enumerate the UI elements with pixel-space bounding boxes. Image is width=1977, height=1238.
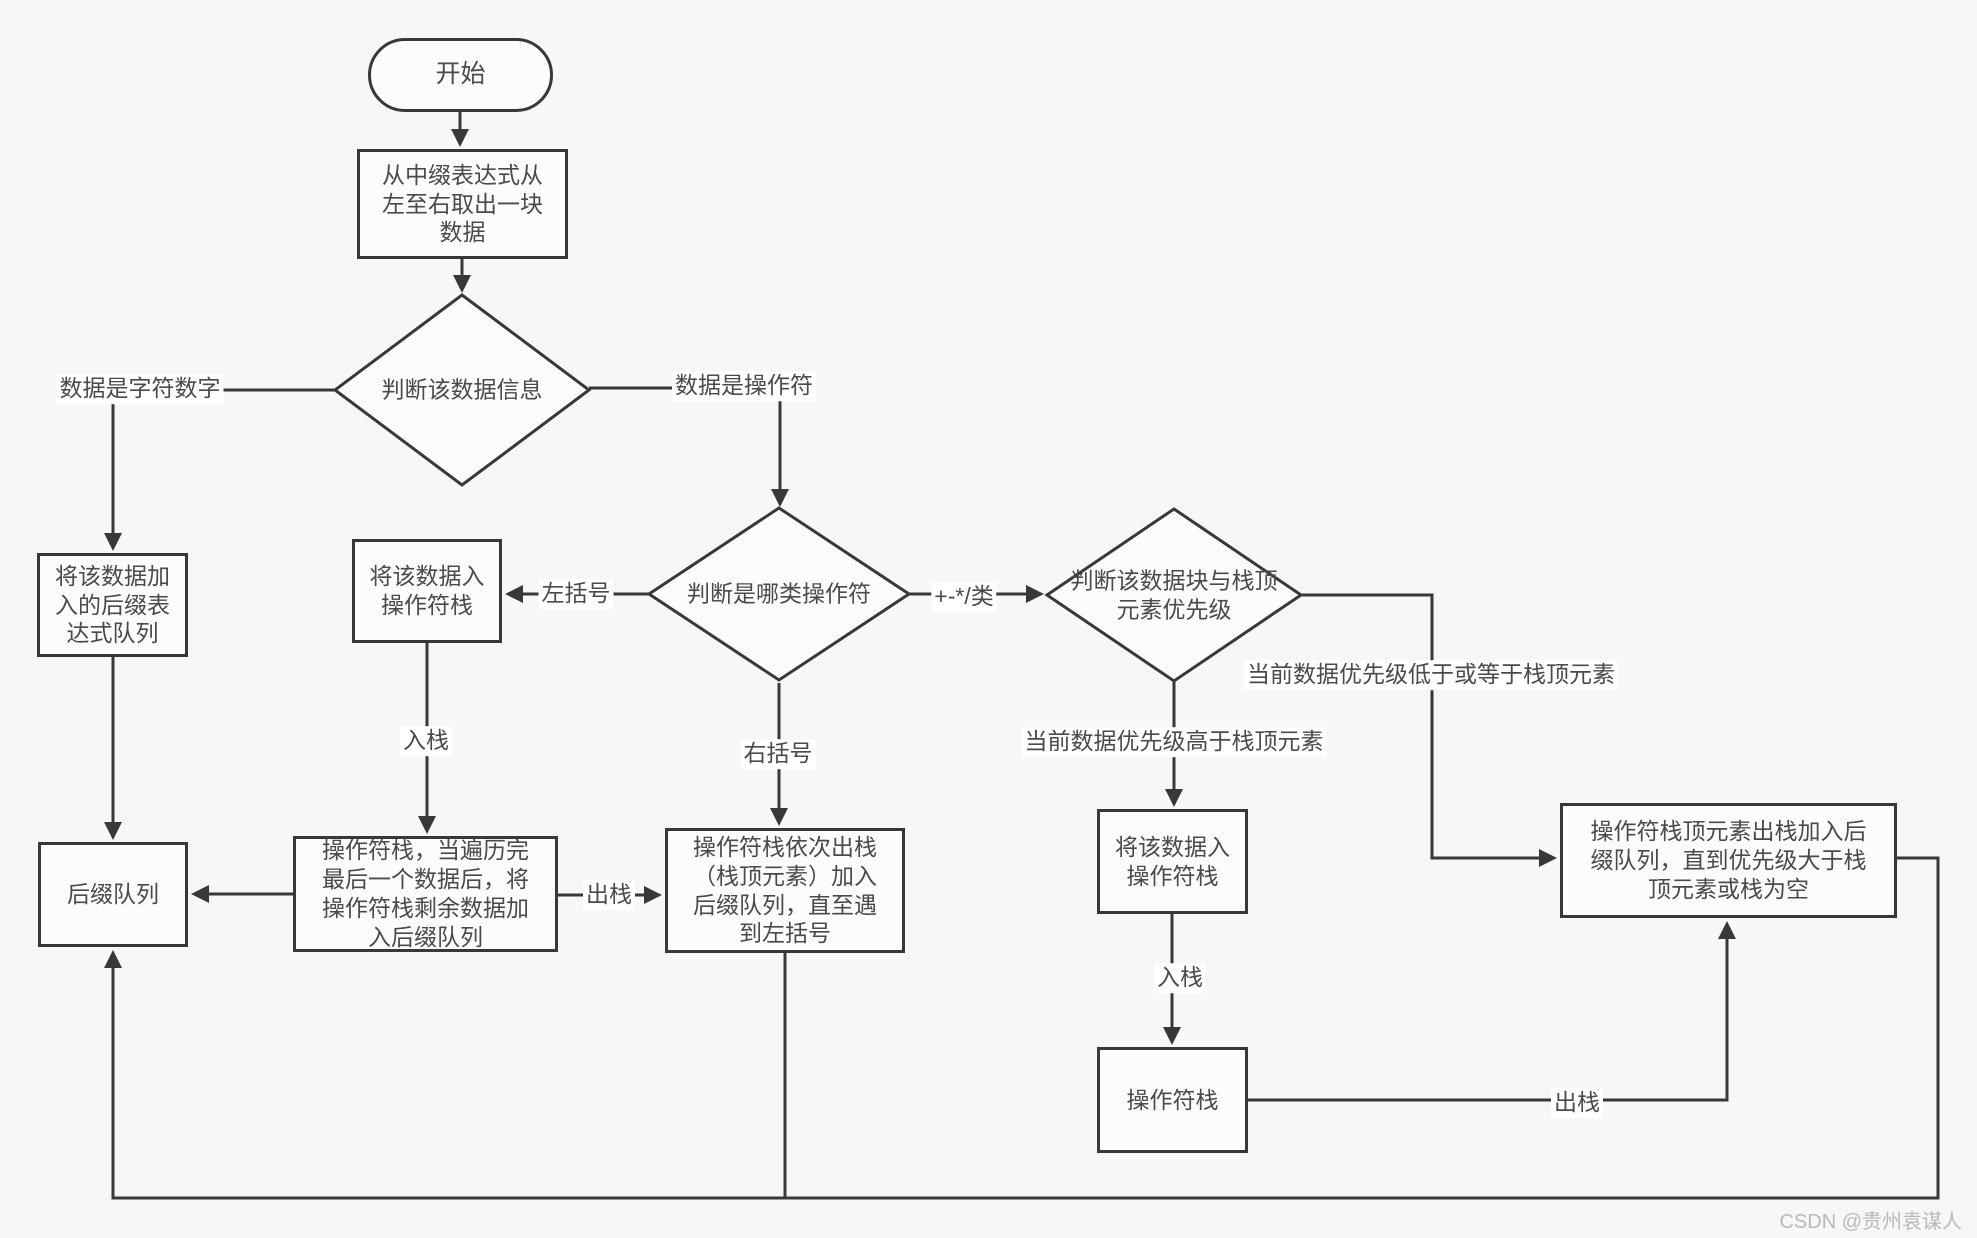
edge-label-lparen: 左括号 — [538, 579, 614, 609]
judge-data-info-diamond-label: 判断该数据信息 — [381, 376, 543, 403]
judge-data-info-diamond-shape — [332, 293, 592, 487]
pop-until-greater-box: 操作符栈顶元素出栈加入后 缀队列，直到优先级大于栈 顶元素或栈为空 — [1560, 803, 1897, 918]
csdn-watermark: CSDN @贵州袁谋人 — [1779, 1211, 1962, 1233]
edge-label-pop-middle: 出栈 — [583, 880, 635, 910]
judge-priority-diamond-label: 判断该数据块与栈顶 元素优先级 — [1070, 567, 1278, 622]
op-stack-traverse-box: 操作符栈，当遍历完 最后一个数据后，将 操作符栈剩余数据加 入后缀队列 — [293, 836, 558, 952]
edge-judgeinfo-to-addpostfix — [104, 388, 335, 551]
edge-opstack-to-popgreater — [1248, 921, 1736, 1102]
edge-label-higher-priority: 当前数据优先级高于栈顶元素 — [1021, 727, 1327, 757]
add-to-postfix-box: 将该数据加 入的后缀表 达式队列 — [37, 553, 188, 657]
start-node: 开始 — [368, 38, 553, 112]
pop-until-lparen-box: 操作符栈依次出栈 （栈顶元素）加入 后缀队列，直至遇 到左括号 — [665, 828, 905, 953]
edge-label-arith-class: +-*/类 — [931, 582, 997, 612]
push-operator-left-box: 将该数据入 操作符栈 — [352, 539, 502, 643]
push-operator-right-box: 将该数据入 操作符栈 — [1097, 809, 1248, 914]
edge-label-push-right: 入栈 — [1154, 963, 1206, 993]
judge-op-type-diamond-shape — [646, 506, 912, 682]
edge-label-is-operator: 数据是操作符 — [672, 371, 816, 401]
edge-label-push-left: 入栈 — [400, 726, 452, 756]
edge-popgreater-to-queue-feedback — [104, 856, 1940, 1200]
edge-judgepriority-to-popgreater — [1301, 593, 1557, 867]
edge-label-lower-equal-priority: 当前数据优先级低于或等于栈顶元素 — [1244, 660, 1618, 690]
judge-op-type-diamond-label: 判断是哪类操作符 — [687, 580, 871, 607]
edge-label-pop-right: 出栈 — [1551, 1088, 1603, 1118]
operator-stack-box: 操作符栈 — [1097, 1047, 1248, 1153]
edge-label-char-digit: 数据是字符数字 — [56, 374, 224, 404]
edge-judgeinfo-to-judgeoptype — [589, 386, 789, 507]
read-data-box: 从中缀表达式从 左至右取出一块 数据 — [357, 149, 568, 259]
judge-priority-diamond-shape — [1044, 507, 1304, 683]
edge-label-rparen: 右括号 — [740, 739, 816, 769]
postfix-queue-box: 后缀队列 — [38, 842, 188, 947]
